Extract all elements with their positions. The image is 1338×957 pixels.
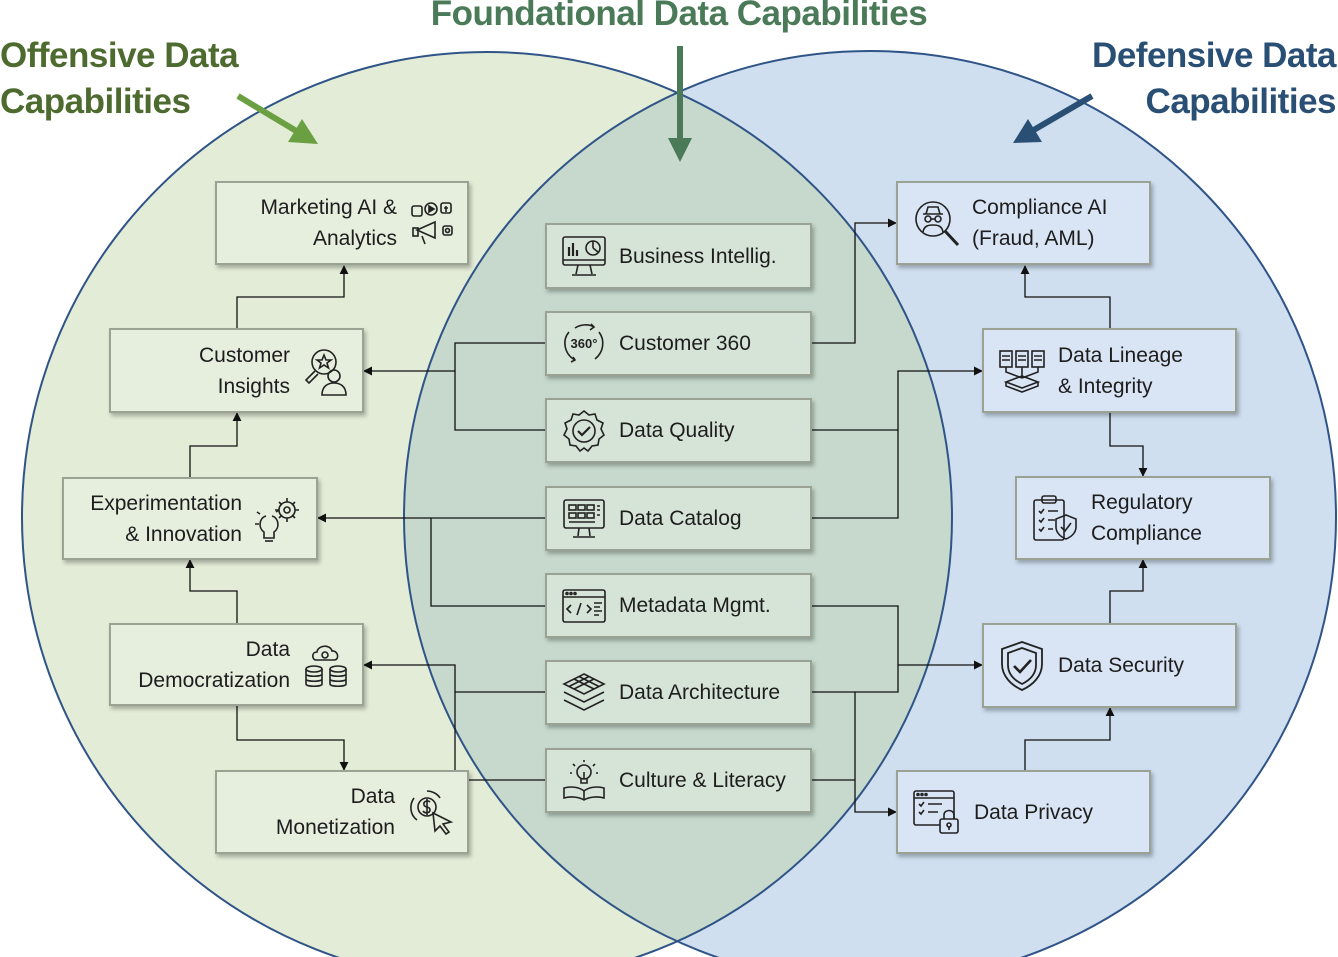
box-data-quality-label: Data Quality: [619, 419, 735, 442]
box-data-lineage-label: Data Lineage & Integrity: [1058, 343, 1183, 398]
connector-metadata-to-security: [812, 605, 983, 670]
box-marketing-ai: Marketing AI & Analytics: [215, 181, 469, 265]
offensive-title-line-2: Capabilities: [0, 82, 191, 121]
defensive-title-line-2: Capabilities: [1145, 82, 1337, 121]
box-data-security-label: Data Security: [1058, 654, 1185, 677]
box-data-privacy-label: Data Privacy: [974, 800, 1094, 824]
connector-security-to-regulatory: [1109, 559, 1148, 623]
connector-c360-to-insights: [363, 342, 545, 376]
connector-democratization-to-monetization: [236, 706, 349, 771]
dollar-click-icon: [407, 789, 455, 835]
marketing-icon: [409, 200, 455, 246]
box-data-lineage: Data Lineage & Integrity: [982, 328, 1237, 413]
connector-insights-to-marketing: [236, 265, 349, 328]
connector-lineage-to-compliance-ai: [1020, 265, 1111, 328]
cloud-database-icon: [302, 642, 350, 688]
code-window-icon: [561, 586, 607, 626]
connector-experimentation-to-insights: [189, 412, 242, 477]
box-business-intelligence-label: Business Intellig.: [619, 244, 777, 268]
dashboard-monitor-icon: [561, 234, 607, 278]
box-regulatory-compliance-label: Regulatory Compliance: [1091, 491, 1202, 545]
box-marketing-ai-label: Marketing AI & Analytics: [260, 196, 397, 250]
box-data-democratization-label: Data Democratization: [138, 637, 290, 692]
catalog-monitor-icon: [561, 497, 607, 541]
layers-icon: [561, 670, 607, 716]
book-idea-icon: [561, 758, 607, 804]
box-customer-360: 360° Customer 360: [545, 311, 812, 376]
connector-culture-to-democratization: [454, 692, 545, 781]
box-data-architecture: Data Architecture: [545, 660, 812, 725]
box-data-democratization: Data Democratization: [109, 623, 364, 706]
box-compliance-ai-label: Compliance AI (Fraud, AML): [972, 196, 1108, 250]
connector-quality-to-lineage: [812, 366, 983, 431]
defensive-title: Defensive Data Capabilities: [1092, 33, 1336, 125]
connector-c360-to-compliance-ai: [812, 218, 897, 344]
connector-metadata-to-experimentation: [430, 518, 545, 607]
box-culture-literacy-label: Culture & Literacy: [619, 769, 786, 792]
connector-lineage-to-regulatory: [1109, 413, 1148, 477]
box-customer-insights: Customer Insights: [109, 328, 364, 413]
quality-badge-icon: [561, 409, 607, 453]
defensive-circle-outline: [403, 50, 1337, 957]
connector-architecture-to-security: [812, 665, 899, 693]
box-metadata-mgmt: Metadata Mgmt.: [545, 573, 812, 638]
box-customer-360-label: Customer 360: [619, 332, 751, 355]
connector-democratization-to-experimentation: [185, 559, 238, 623]
box-compliance-ai: Compliance AI (Fraud, AML): [896, 181, 1151, 265]
box-data-architecture-label: Data Architecture: [619, 681, 781, 704]
box-data-security: Data Security: [982, 623, 1237, 708]
offensive-title: Offensive Data Capabilities: [0, 33, 239, 125]
innovation-gear-icon: [254, 494, 304, 544]
box-regulatory-compliance: Regulatory Compliance: [1015, 476, 1271, 560]
box-data-monetization: Data Monetization: [215, 770, 469, 854]
shield-check-icon: [998, 640, 1046, 692]
box-culture-literacy: Culture & Literacy: [545, 748, 812, 813]
box-experimentation-label: Experimentation & Innovation: [90, 491, 242, 546]
360-icon: 360°: [561, 322, 607, 366]
defensive-title-arrowhead: [1013, 119, 1042, 143]
box-data-catalog: Data Catalog: [545, 486, 812, 551]
connector-quality-to-insights: [454, 371, 545, 431]
offensive-title-line-1: Offensive Data: [0, 36, 239, 75]
lineage-icon: [998, 348, 1046, 394]
box-data-catalog-label: Data Catalog: [619, 507, 742, 530]
box-business-intelligence: Business Intellig.: [545, 223, 812, 289]
offensive-title-arrow: [236, 93, 300, 135]
offensive-title-arrowhead: [288, 119, 318, 144]
box-customer-insights-label: Customer Insights: [198, 343, 290, 398]
foundational-title-arrowhead: [668, 138, 692, 162]
connector-architecture-to-privacy: [854, 692, 897, 817]
box-data-privacy: Data Privacy: [896, 770, 1151, 854]
spy-search-icon: [912, 198, 960, 248]
connector-privacy-to-security: [1024, 707, 1115, 770]
customer-search-icon: [302, 346, 350, 396]
privacy-lock-icon: [912, 787, 962, 837]
foundational-title: Foundational Data Capabilities: [430, 0, 928, 33]
defensive-title-line-1: Defensive Data: [1092, 36, 1336, 75]
svg-text:360°: 360°: [571, 336, 598, 351]
connector-catalog-to-lineage: [812, 430, 899, 519]
offensive-circle-outline: [21, 51, 953, 957]
box-data-quality: Data Quality: [545, 398, 812, 463]
box-data-monetization-label: Data Monetization: [275, 785, 395, 839]
clipboard-shield-icon: [1031, 493, 1079, 543]
box-metadata-mgmt-label: Metadata Mgmt.: [619, 594, 771, 617]
defensive-title-arrow: [1030, 93, 1094, 134]
connector-architecture-to-democratization: [363, 660, 545, 693]
box-experimentation: Experimentation & Innovation: [62, 477, 318, 560]
